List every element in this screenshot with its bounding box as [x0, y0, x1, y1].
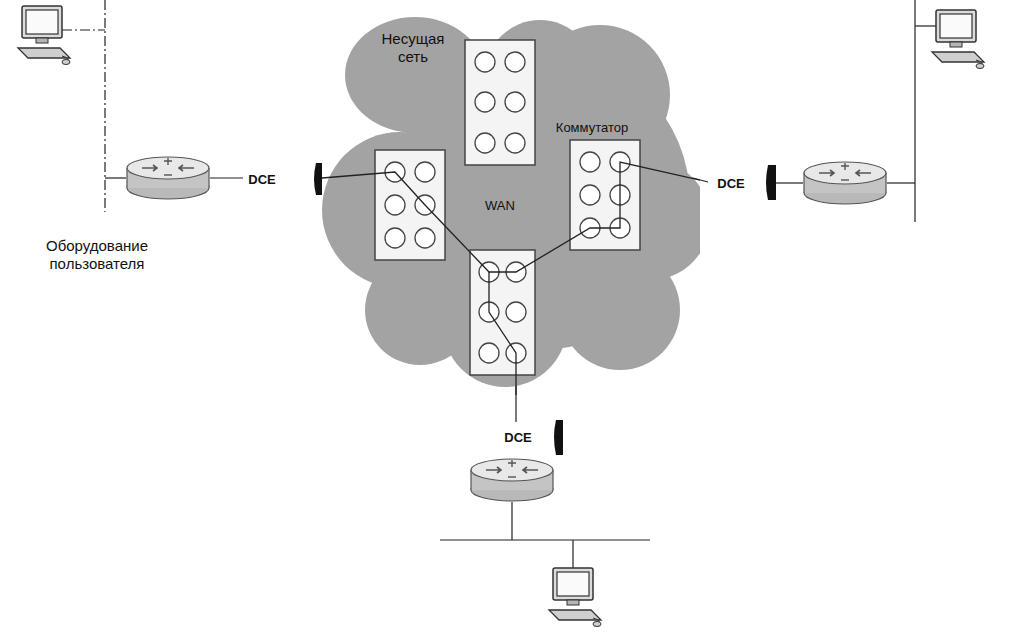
computer-icon	[549, 568, 601, 627]
dce-device	[766, 165, 776, 200]
switch-port	[385, 52, 630, 363]
switch-port	[475, 133, 495, 153]
cloud-fill	[322, 17, 700, 387]
cloud-fill	[365, 255, 475, 365]
user-segment-right	[915, 25, 936, 26]
switch-port	[505, 133, 525, 153]
user-segment-left	[104, 0, 105, 212]
wan-caption-wrap: WAN	[482, 196, 518, 214]
carrier-cloud: Несущая сетьКоммутаторWAN	[310, 10, 700, 395]
user-segment-left	[62, 29, 105, 30]
dce-label-wrap: DCE	[502, 428, 533, 446]
dce-label-wrap: DCE	[246, 170, 277, 188]
switch-port	[385, 195, 405, 215]
switch-caption: Коммутатор	[553, 120, 631, 136]
dce-label: DCE	[502, 430, 533, 446]
switch-port	[580, 185, 600, 205]
switch-box	[375, 40, 640, 375]
user-segment-left	[105, 177, 126, 178]
user-segment-right	[887, 182, 915, 183]
virtual-circuit-line	[322, 162, 700, 272]
user-segment-bottom	[440, 380, 650, 568]
computer-icon	[932, 10, 984, 69]
user-segment-right	[914, 0, 915, 222]
dce-label: DCE	[246, 172, 277, 188]
switch-box	[465, 40, 535, 165]
switch-port	[415, 228, 435, 248]
switch-port	[505, 52, 525, 72]
switch-port	[479, 343, 499, 363]
switch-port	[506, 302, 526, 322]
switch-port	[475, 92, 495, 112]
router-icon	[471, 459, 553, 501]
user-segment-left	[210, 177, 243, 178]
router-icon	[127, 157, 209, 199]
switch-box	[470, 250, 535, 375]
cloud-fill	[345, 17, 485, 133]
router-icon	[804, 162, 886, 204]
user-segment-bottom	[572, 540, 573, 568]
switch-port	[415, 162, 435, 182]
switch-caption-wrap: Коммутатор	[553, 118, 631, 136]
site-caption-wrap: Оборудование пользователя	[27, 237, 167, 273]
user-segment-right	[776, 182, 803, 183]
user-segment-bottom	[440, 539, 650, 540]
computer-icon	[18, 6, 70, 65]
network-caption-wrap: Несущая сеть	[371, 30, 455, 66]
switch-port	[505, 92, 525, 112]
dce-label: DCE	[715, 176, 746, 192]
virtual-circuit-line	[322, 162, 700, 395]
user-segment-left	[62, 0, 243, 212]
virtual-circuit-line	[489, 272, 516, 395]
dce-device	[314, 163, 322, 195]
switch-box	[375, 150, 445, 260]
switch-port	[475, 52, 495, 72]
dce-label-wrap: DCE	[715, 174, 746, 192]
network-caption: Несущая сеть	[371, 30, 455, 66]
dce-device	[554, 420, 563, 455]
site-caption: Оборудование пользователя	[27, 237, 167, 273]
switch-port	[385, 228, 405, 248]
user-segment-bottom	[511, 502, 512, 540]
wan-caption: WAN	[482, 198, 518, 214]
cloud-fill	[560, 250, 680, 370]
switch-port	[580, 152, 600, 172]
